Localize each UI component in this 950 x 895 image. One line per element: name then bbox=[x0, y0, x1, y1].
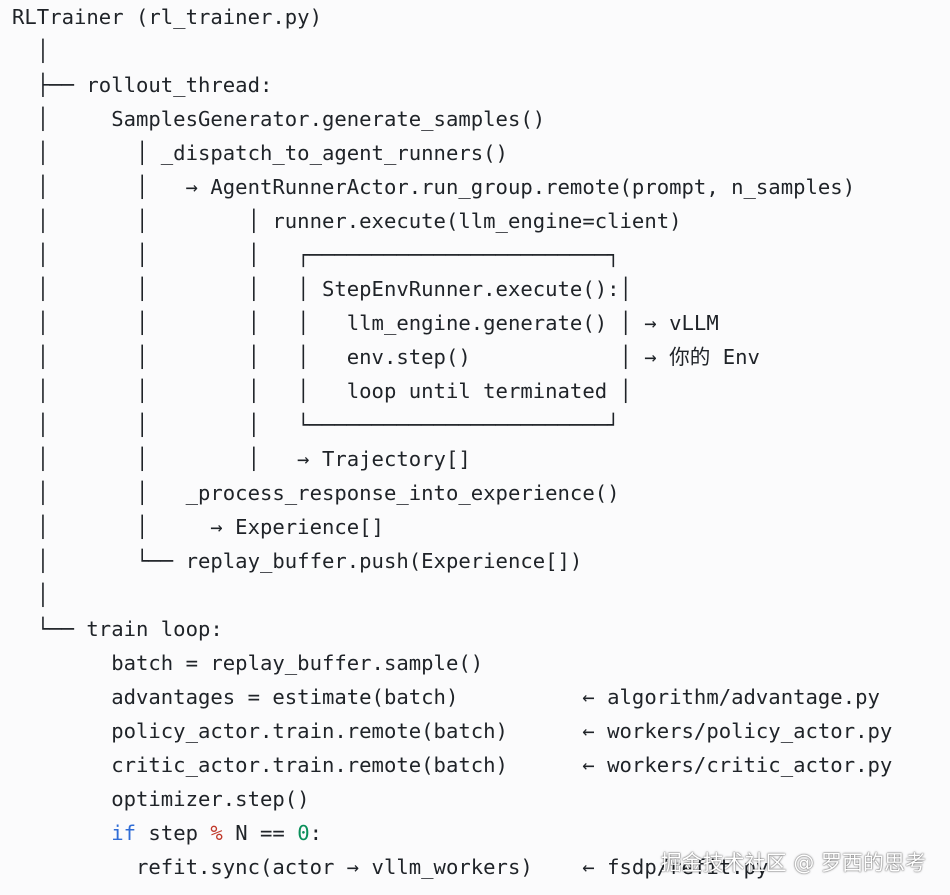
code-line: │ └── replay_buffer.push(Experience[]) bbox=[12, 549, 583, 573]
code-line: critic_actor.train.remote(batch) ← worke… bbox=[12, 753, 893, 777]
code-line: policy_actor.train.remote(batch) ← worke… bbox=[12, 719, 893, 743]
watermark: 掘金技术社区 @ 罗西的思考 bbox=[660, 851, 926, 875]
code-line: advantages = estimate(batch) ← algorithm… bbox=[12, 685, 880, 709]
code-line: │ │ _dispatch_to_agent_runners() bbox=[12, 141, 508, 165]
code-text: step bbox=[136, 821, 211, 845]
code-line-box: │ │ │ │ StepEnvRunner.execute():│ bbox=[12, 277, 632, 301]
number-literal: 0 bbox=[297, 821, 310, 845]
code-line: │ SamplesGenerator.generate_samples() bbox=[12, 107, 546, 131]
code-text: : bbox=[309, 821, 323, 845]
code-line: │ bbox=[12, 39, 50, 63]
code-line-refit: refit.sync(actor → vllm_workers) ← fsdp/… bbox=[12, 855, 769, 879]
code-line-train-loop: └── train loop: bbox=[12, 617, 223, 641]
code-line-title: RLTrainer (rl_trainer.py) bbox=[12, 5, 322, 29]
code-line-box-bottom: │ │ │ └────────────────────────┘ bbox=[12, 413, 620, 437]
code-line: optimizer.step() bbox=[12, 787, 310, 811]
code-line-box: │ │ │ │ loop until terminated │ bbox=[12, 379, 632, 403]
code-line: │ │ _process_response_into_experience() bbox=[12, 481, 620, 505]
code-line: │ bbox=[12, 583, 50, 607]
code-line-box: │ │ │ │ llm_engine.generate() │ → vLLM bbox=[12, 311, 719, 335]
code-line: │ │ → AgentRunnerActor.run_group.remote(… bbox=[12, 175, 856, 199]
code-line-rollout-thread: ├── rollout_thread: bbox=[12, 73, 273, 97]
code-line: │ │ │ → Trajectory[] bbox=[12, 447, 471, 471]
code-line: │ │ → Experience[] bbox=[12, 515, 384, 539]
code-text: N == bbox=[222, 821, 298, 845]
indent bbox=[12, 821, 111, 845]
operator-modulo: % bbox=[210, 821, 223, 845]
code-line-box: │ │ │ │ env.step() │ → 你的 Env bbox=[12, 345, 760, 369]
code-line: batch = replay_buffer.sample() bbox=[12, 651, 484, 675]
code-line-box-top: │ │ │ ┌────────────────────────┐ bbox=[12, 243, 620, 267]
keyword-if: if bbox=[111, 821, 137, 845]
code-line-if: if step % N == 0: bbox=[12, 816, 322, 850]
code-line: │ │ │ runner.execute(llm_engine=client) bbox=[12, 209, 682, 233]
